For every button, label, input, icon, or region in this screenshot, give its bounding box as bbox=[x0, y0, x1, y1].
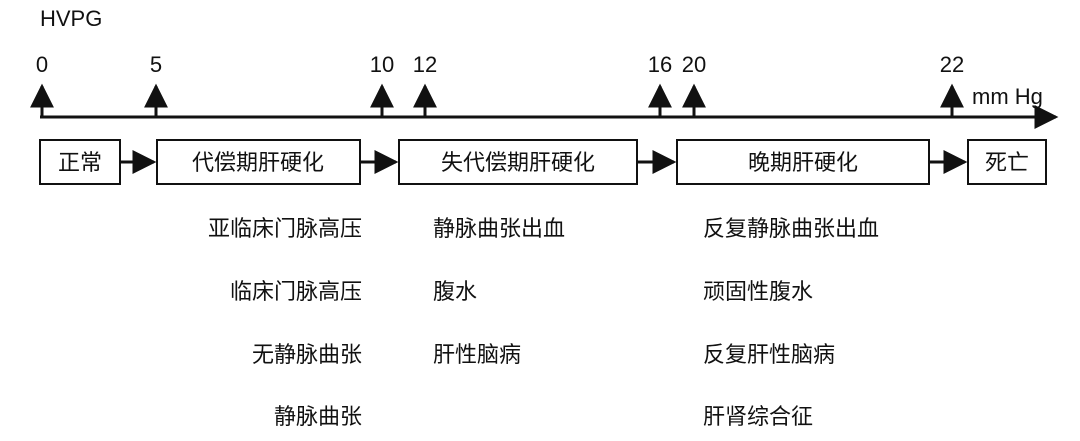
col1-item-3: 无静脉曲张 bbox=[252, 343, 362, 368]
col3-item-1: 反复静脉曲张出血 bbox=[703, 217, 879, 242]
axis-unit: mm Hg bbox=[972, 84, 1043, 109]
col2-item-3: 肝性脑病 bbox=[433, 343, 521, 368]
col1-item-2: 临床门脉高压 bbox=[230, 280, 362, 305]
tick-label-12: 12 bbox=[413, 52, 437, 77]
stage-label-decompensated: 失代偿期肝硬化 bbox=[441, 151, 595, 176]
col3-item-3: 反复肝性脑病 bbox=[703, 343, 835, 368]
col2-item-2: 腹水 bbox=[433, 280, 477, 305]
stage-box-late bbox=[676, 139, 930, 185]
tick-label-0: 0 bbox=[36, 52, 48, 77]
stage-label-death: 死亡 bbox=[985, 151, 1029, 176]
col3-item-2: 顽固性腹水 bbox=[703, 280, 813, 305]
stage-box-normal bbox=[39, 139, 121, 185]
axis-title: HVPG bbox=[40, 6, 102, 31]
stage-label-normal: 正常 bbox=[58, 151, 102, 176]
stage-box-death bbox=[967, 139, 1047, 185]
tick-label-22: 22 bbox=[940, 52, 964, 77]
tick-label-16: 16 bbox=[648, 52, 672, 77]
tick-label-10: 10 bbox=[370, 52, 394, 77]
col1-item-1: 亚临床门脉高压 bbox=[208, 217, 362, 242]
stage-label-late: 晚期肝硬化 bbox=[748, 151, 858, 176]
col3-item-4: 肝肾综合征 bbox=[703, 405, 813, 430]
stage-box-compensated bbox=[156, 139, 361, 185]
stage-box-decompensated bbox=[398, 139, 638, 185]
tick-label-5: 5 bbox=[150, 52, 162, 77]
col1-item-4: 静脉曲张 bbox=[274, 405, 362, 430]
tick-label-20: 20 bbox=[682, 52, 706, 77]
col2-item-1: 静脉曲张出血 bbox=[433, 217, 565, 242]
stage-label-compensated: 代偿期肝硬化 bbox=[192, 151, 324, 176]
